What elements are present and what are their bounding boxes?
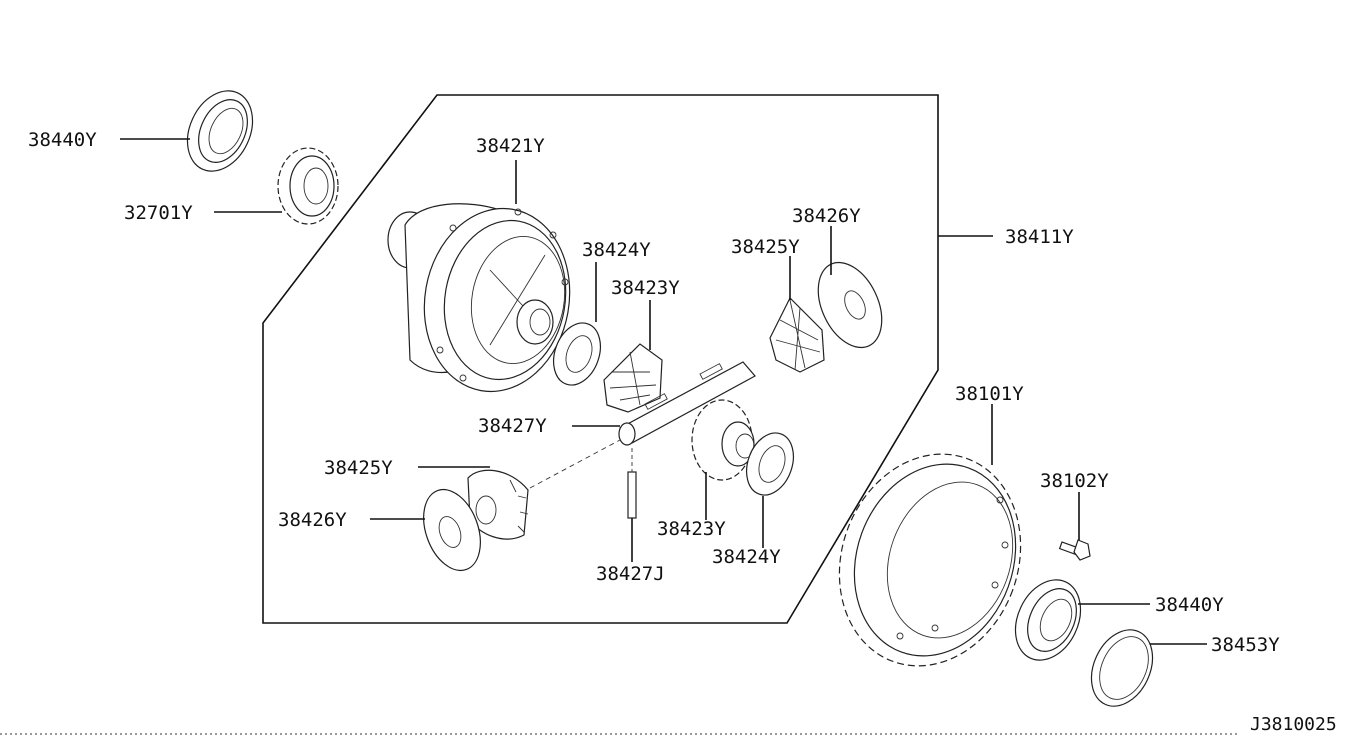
pin-part[interactable] [627,471,637,519]
washer-left-part[interactable] [413,482,491,579]
label-bolt: 38102Y [1040,470,1109,492]
label-washer-top-right: 38426Y [792,205,861,227]
label-pinion-left: 38425Y [324,457,393,479]
bearing-bottom-part[interactable] [1003,569,1093,670]
bolt-part[interactable] [1058,539,1091,561]
label-bearing-top: 38440Y [28,129,97,151]
gear-bottom-part[interactable] [691,399,755,481]
pinion-top-right-part[interactable] [769,296,825,373]
gear-top-part[interactable] [277,147,339,225]
label-assembly: 38411Y [1005,226,1074,248]
label-pin: 38427J [596,563,665,585]
label-pinion-top-right: 38425Y [731,236,800,258]
washer-center-part[interactable] [545,316,608,391]
label-ring-gear: 38101Y [955,383,1024,405]
gear-center-part[interactable] [603,343,663,413]
assembly-outline [262,94,939,624]
label-seal: 38453Y [1211,634,1280,656]
label-gear-bottom: 38423Y [657,518,726,540]
label-bearing-bottom: 38440Y [1155,594,1224,616]
washer-bottom-part[interactable] [738,426,801,501]
label-washer-bottom: 38424Y [712,546,781,568]
label-gear-top: 32701Y [124,202,193,224]
bearing-top-part[interactable] [175,80,265,181]
label-washer-center: 38424Y [582,239,651,261]
label-shaft: 38427Y [478,415,547,437]
seal-part[interactable] [1080,620,1165,716]
shaft-part[interactable] [618,361,756,446]
ring-gear-part[interactable] [810,428,1049,691]
label-case: 38421Y [476,135,545,157]
label-washer-left: 38426Y [278,509,347,531]
diagram-id: J3810025 [1250,714,1337,735]
diff-case-part[interactable] [387,197,584,403]
label-gear-center: 38423Y [611,277,680,299]
